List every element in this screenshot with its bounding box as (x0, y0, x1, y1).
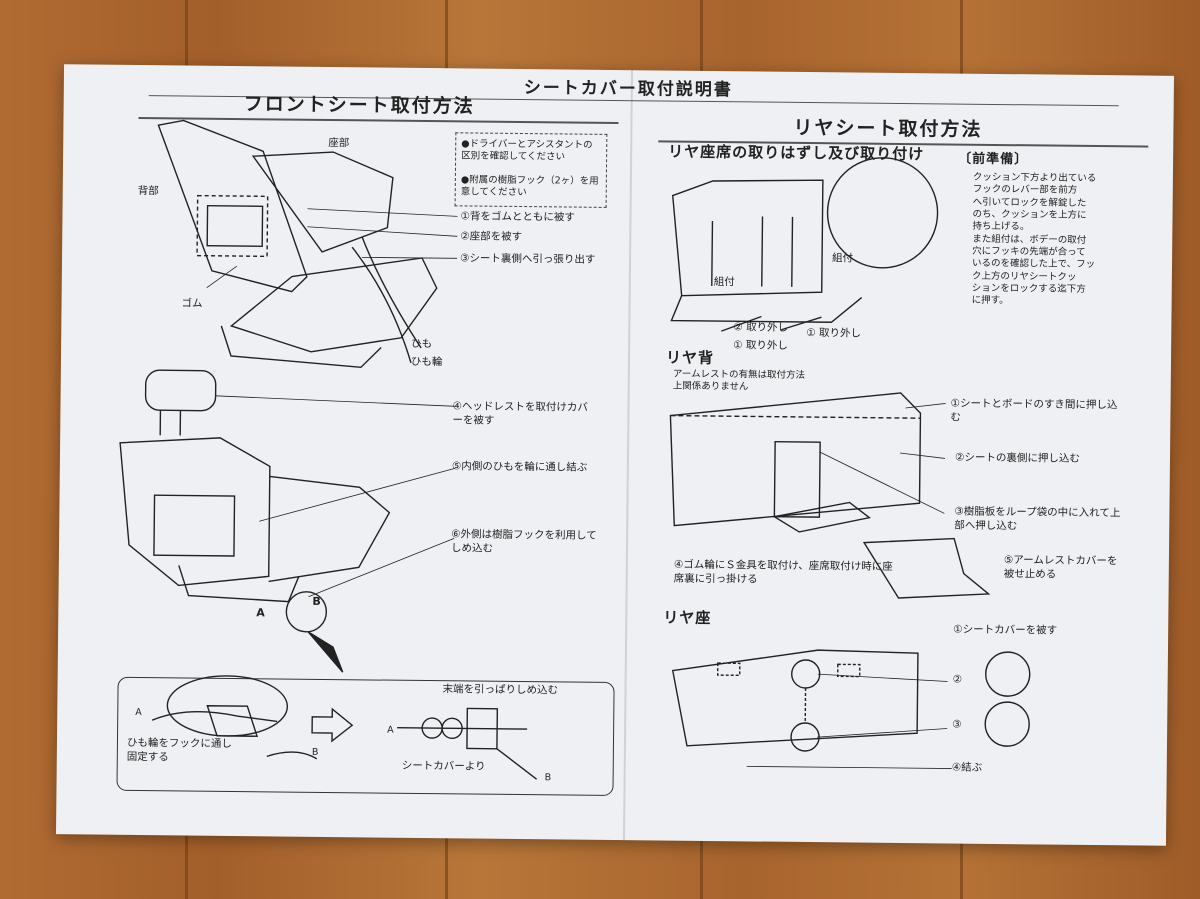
front-seat-drawing-1 (157, 119, 438, 369)
rear-seat-drawing (671, 649, 1031, 769)
rear-bench-drawing (670, 157, 939, 332)
rear-back-drawing (669, 392, 991, 599)
instruction-sheet: シートカバー取付説明書 フロントシート取付方法 座部 背部 ゴム ひも ひも輪 … (55, 64, 1175, 846)
diagram-layer (119, 119, 1031, 780)
headrest-drawing (144, 369, 456, 436)
front-seat-drawing-2 (119, 437, 455, 673)
hook-detail-drawing (151, 675, 538, 780)
